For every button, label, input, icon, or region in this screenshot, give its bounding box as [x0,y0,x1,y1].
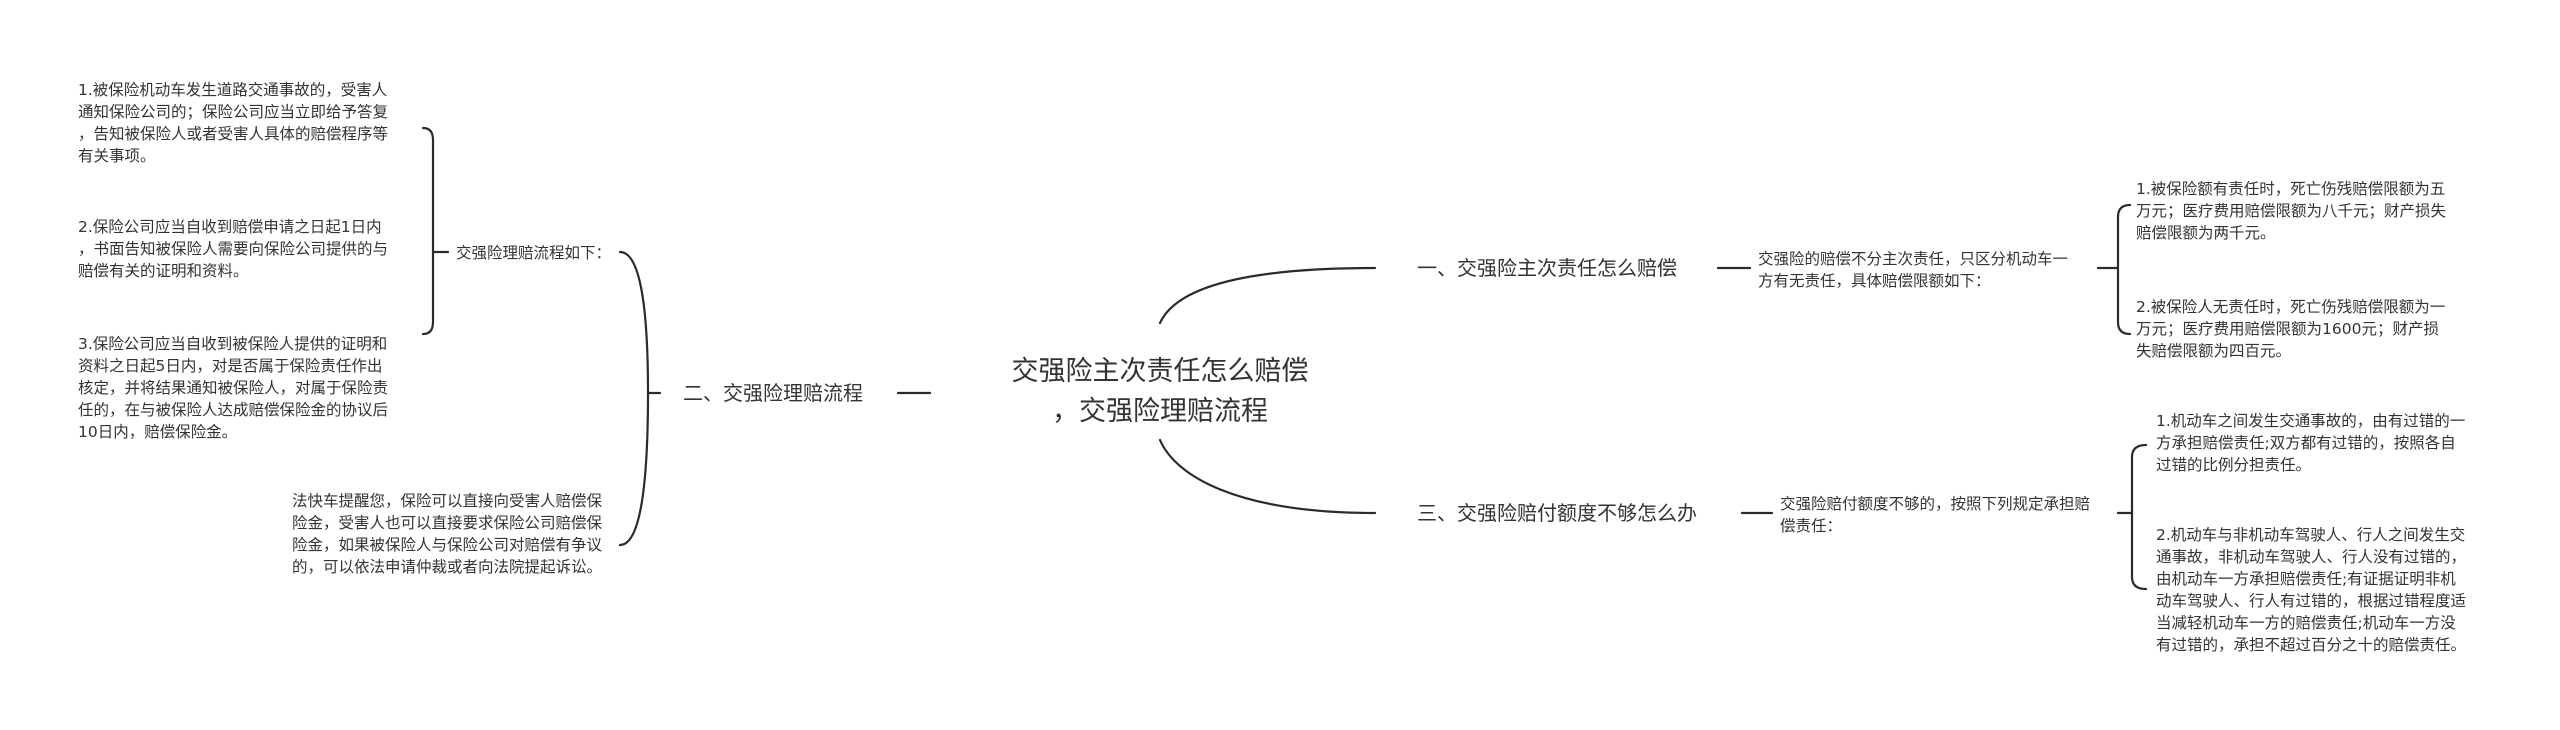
insufficient-limit-detail[interactable]: 交强险赔付额度不够的，按照下列规定承担赔 偿责任： [1780,495,2091,535]
claim-process-note[interactable]: 法快车提醒您，保险可以直接向受害人赔偿保 险金，受害人也可以直接要求保险公司赔偿… [292,492,603,576]
branch-insufficient-limit[interactable]: 三、交强险赔付额度不够怎么办 [1417,501,1697,525]
insufficient-item-1[interactable]: 1.机动车之间发生交通事故的，由有过错的一 方承担赔偿责任;双方都有过错的，按照… [2156,412,2466,474]
branch-claim-process[interactable]: 二、交强险理赔流程 [683,381,863,405]
branch-liability-compensation[interactable]: 一、交强险主次责任怎么赔偿 [1417,256,1677,280]
root-topic[interactable]: 交强险主次责任怎么赔偿 ，交强险理赔流程 [1011,356,1309,427]
insufficient-item-2[interactable]: 2.机动车与非机动车驾驶人、行人之间发生交 通事故，非机动车驾驶人、行人没有过错… [2156,526,2467,654]
liability-item-2[interactable]: 2.被保险人无责任时，死亡伤残赔偿限额为一 万元；医疗费用赔偿限额为1600元；… [2136,298,2446,360]
branch-liability-detail[interactable]: 交强险的赔偿不分主次责任，只区分机动车一 方有无责任，具体赔偿限额如下： [1758,250,2069,290]
bracket-b3 [2116,443,2148,591]
bracket-b2-items [421,126,450,336]
bracket-b2 [618,250,662,547]
claim-step-3[interactable]: 3.保险公司应当自收到被保险人提供的证明和 资料之日起5日内，对是否属于保险责任… [78,335,389,441]
link-root-b1 [1158,266,1377,325]
claim-step-1[interactable]: 1.被保险机动车发生道路交通事故的，受害人 通知保险公司的；保险公司应当立即给予… [78,81,389,165]
liability-item-1[interactable]: 1.被保险额有责任时，死亡伤残赔偿限额为五 万元；医疗费用赔偿限额为八千元；财产… [2136,180,2447,242]
claim-process-detail[interactable]: 交强险理赔流程如下： [456,244,612,262]
link-root-b3 [1158,438,1377,515]
bracket-b1 [2096,203,2132,336]
claim-step-2[interactable]: 2.保险公司应当自收到赔偿申请之日起1日内 ，书面告知被保险人需要向保险公司提供… [78,218,389,280]
